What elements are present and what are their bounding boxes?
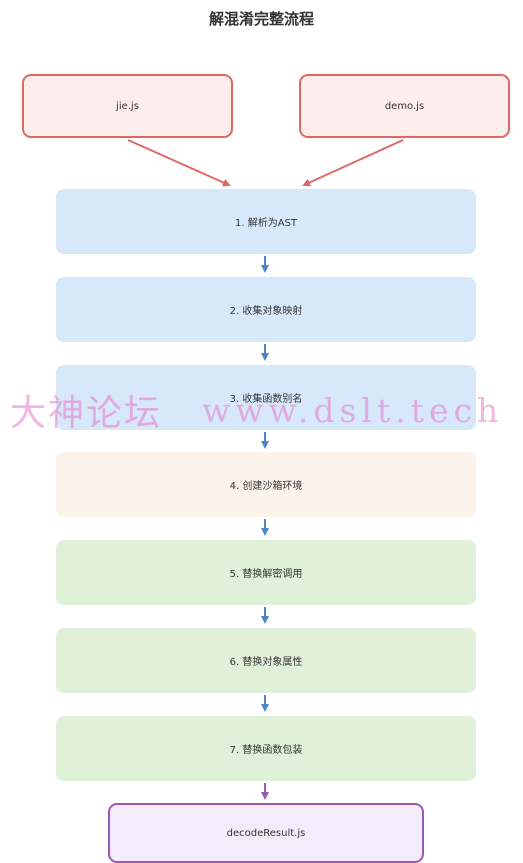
arrow-demo-to-step1 [302, 139, 404, 187]
step-label: 3. 收集函数别名 [229, 394, 303, 405]
input-file-demo: demo.js [299, 74, 510, 138]
step-label: 7. 替换函数包装 [229, 745, 303, 756]
step-label: 5. 替换解密调用 [229, 569, 303, 580]
diagram-title: 解混淆完整流程 [208, 10, 314, 28]
step-create-sandbox: 4. 创建沙箱环境 [56, 452, 476, 517]
input-file-jie: jie.js [22, 74, 233, 138]
step-parse-ast: 1. 解析为AST [56, 189, 476, 254]
step-label: 4. 创建沙箱环境 [229, 481, 303, 492]
step-replace-object-props: 6. 替换对象属性 [56, 628, 476, 693]
arrow-jie-to-step1 [127, 139, 231, 187]
step-collect-object-map: 2. 收集对象映射 [56, 277, 476, 342]
input-file-jie-label: jie.js [116, 100, 139, 112]
step-replace-function-wrappers: 7. 替换函数包装 [56, 716, 476, 781]
output-file-label: decodeResult.js [226, 827, 306, 839]
step-label: 1. 解析为AST [234, 218, 298, 229]
input-file-demo-label: demo.js [384, 100, 425, 112]
step-collect-function-alias: 3. 收集函数别名 [56, 365, 476, 430]
step-label: 6. 替换对象属性 [229, 657, 303, 668]
step-replace-decrypt-calls: 5. 替换解密调用 [56, 540, 476, 605]
step-label: 2. 收集对象映射 [229, 306, 303, 317]
